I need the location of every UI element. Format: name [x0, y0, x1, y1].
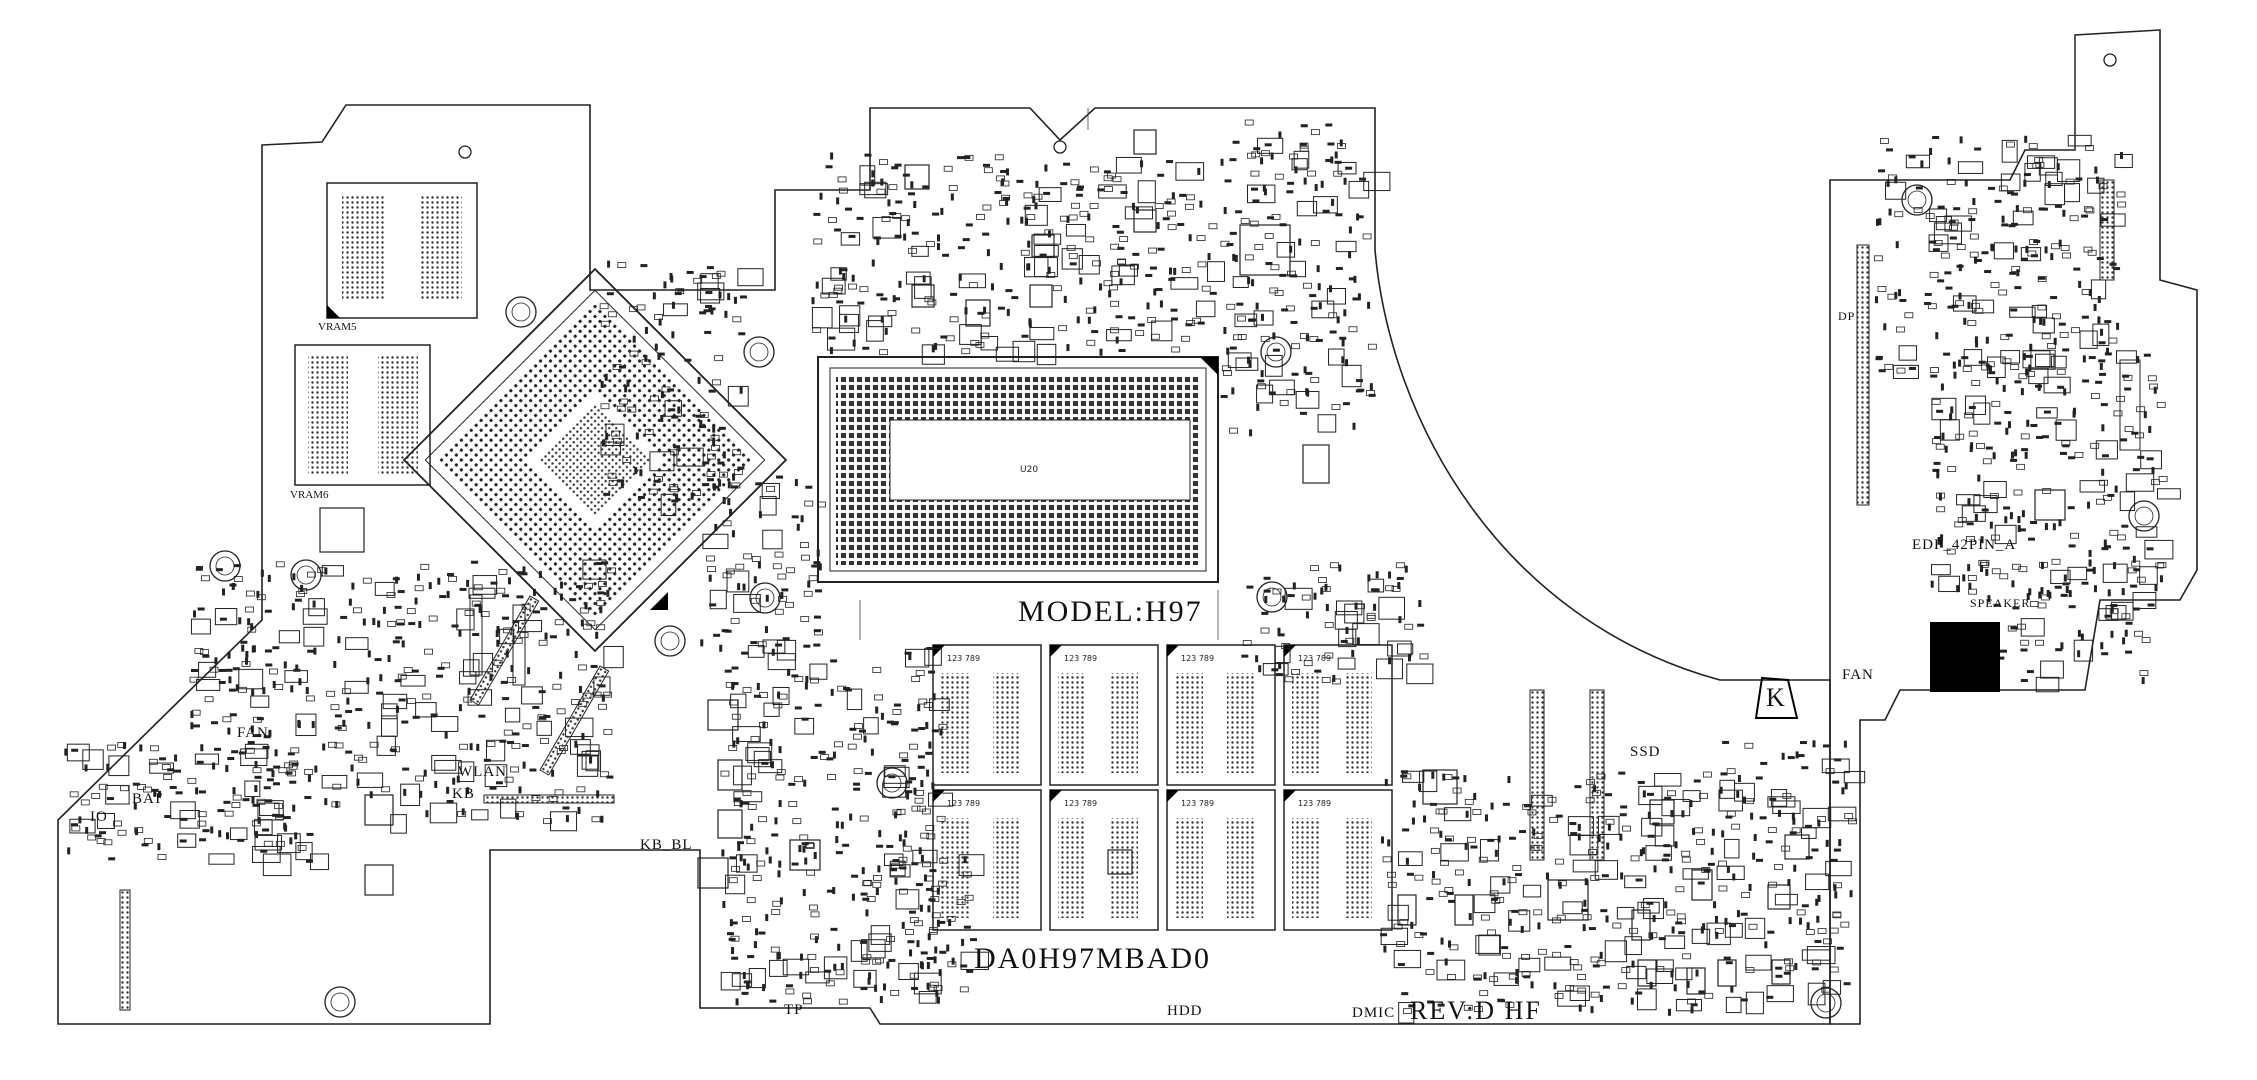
ic-package — [789, 839, 821, 871]
ic-package — [965, 299, 991, 327]
svg-text:123 789: 123 789 — [947, 799, 980, 808]
black-component-block — [1930, 622, 2000, 692]
mounting-hole — [749, 582, 781, 614]
tp-label: TP — [784, 1002, 804, 1018]
ic-package — [1029, 284, 1053, 308]
ic-package — [1717, 959, 1737, 987]
vram6-chip — [294, 344, 431, 486]
cpu-chip — [817, 356, 1219, 583]
board-outline-right — [1829, 29, 2198, 1025]
mounting-hole — [2128, 500, 2160, 532]
ram-chips: 123 789 123 789 123 789 123 789 123 789 123 7… — [932, 644, 1393, 931]
dmic-label: DMIC — [1352, 1005, 1396, 1021]
ic-package — [1686, 967, 1706, 995]
mounting-hole — [1053, 140, 1067, 154]
ic-package — [1397, 894, 1417, 926]
mounting-hole — [458, 145, 472, 159]
vram5-chip — [326, 182, 478, 319]
mounting-hole — [743, 336, 775, 368]
svg-text:123 789: 123 789 — [1181, 799, 1214, 808]
ic-package — [1784, 834, 1810, 860]
ic-package — [1454, 894, 1474, 926]
mounting-hole — [1901, 184, 1933, 216]
ssd-label: SSD — [1630, 744, 1661, 760]
svg-text:U20: U20 — [1020, 465, 1038, 475]
ic-package — [1133, 129, 1157, 155]
ram-chip-U35: 123 789 — [1283, 789, 1393, 931]
mounting-hole — [1256, 581, 1288, 613]
wlan-label: WLAN — [458, 764, 507, 780]
svg-text:123 789: 123 789 — [1298, 654, 1331, 663]
ram-chip-U33: 123 789 — [932, 644, 1042, 786]
ram-chip-U32: 123 789 — [1049, 644, 1159, 786]
kb-label: KB — [452, 786, 475, 802]
ic-package — [904, 164, 930, 190]
ic-package — [319, 507, 365, 553]
ic-package — [1133, 209, 1157, 233]
ic-package — [1631, 909, 1651, 941]
ram-chip-U31: 123 789 — [1166, 644, 1276, 786]
svg-text:123 789: 123 789 — [1181, 654, 1214, 663]
ic-package — [1691, 869, 1713, 901]
ram-chip-U30: 123 789 — [1283, 644, 1393, 786]
hdd-label: HDD — [1167, 1003, 1203, 1019]
ic-package — [1031, 234, 1055, 258]
svg-text:123 789: 123 789 — [1064, 654, 1097, 663]
ic-package — [697, 857, 729, 889]
revision-label: REV:D HF — [1410, 996, 1542, 1025]
ic-package — [1767, 884, 1791, 910]
ram-chip-U37: 123 789 — [1049, 789, 1159, 931]
svg-text:123 789: 123 789 — [947, 654, 980, 663]
mounting-hole — [2103, 53, 2117, 67]
ic-package — [1547, 879, 1589, 921]
ic-package — [364, 864, 394, 896]
vram6-label: VRAM6 — [290, 489, 329, 501]
k-mark-triangle — [1754, 676, 1799, 719]
mounting-hole — [1810, 987, 1842, 1019]
k-mark-letter: K — [1766, 683, 1785, 712]
ram-chip-U34: 123 789 — [932, 789, 1042, 931]
dp-label: DP — [1838, 309, 1856, 323]
svg-text:123 789: 123 789 — [1298, 799, 1331, 808]
mounting-hole — [324, 986, 356, 1018]
fan-left-label: FAN — [237, 725, 269, 741]
mounting-hole — [505, 296, 537, 328]
gpu-chip — [402, 267, 788, 653]
kb-bl-label: KB_BL — [640, 837, 693, 853]
fan-right-label: FAN — [1842, 667, 1874, 683]
ram-chip-U36: 123 789 — [1166, 789, 1276, 931]
ic-package — [1107, 849, 1133, 875]
ic-package — [707, 699, 739, 731]
ic-package — [1771, 959, 1791, 985]
ic-package — [2034, 489, 2066, 521]
ic-package — [1637, 959, 1657, 987]
connector-strips — [119, 179, 2141, 1011]
edp-label: EDP_42PIN_A — [1912, 537, 2017, 553]
mounting-hole — [290, 559, 322, 591]
smd-components — [64, 35, 2181, 1024]
ic-package — [911, 284, 935, 308]
ic-package — [717, 759, 743, 791]
svg-text:123 789: 123 789 — [1064, 799, 1097, 808]
mounting-hole — [1260, 336, 1292, 368]
ic-package — [1239, 224, 1291, 276]
ic-package — [1422, 769, 1458, 805]
ic-package — [717, 809, 743, 839]
board-outline-main — [57, 104, 1831, 1025]
mounting-hole — [654, 625, 686, 657]
ic-package — [1649, 799, 1675, 825]
ic-package — [364, 794, 394, 826]
bat-label: BAT — [132, 791, 164, 807]
model-label: MODEL:H97 — [1018, 595, 1203, 628]
part-number-label: DA0H97MBAD0 — [974, 942, 1212, 975]
ic-package — [1302, 444, 1330, 484]
vram5-label: VRAM5 — [318, 321, 357, 333]
io-label: IO — [90, 809, 108, 825]
speaker-label: SPEAKER — [1970, 596, 2031, 610]
